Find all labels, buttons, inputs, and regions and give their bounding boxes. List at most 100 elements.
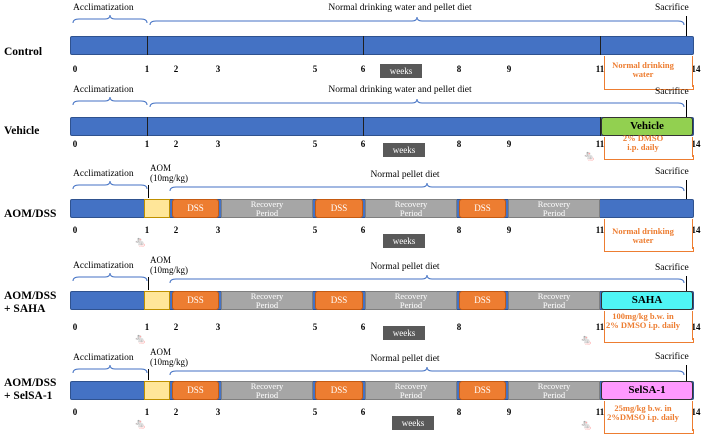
aom-arrow bbox=[148, 369, 149, 380]
treatment-bracket bbox=[604, 429, 694, 434]
group-label-line: Control bbox=[4, 46, 43, 58]
timeline-brace bbox=[149, 98, 685, 108]
week-tick: 6 bbox=[360, 407, 366, 417]
dss-block: DSS bbox=[459, 199, 506, 218]
week-divider bbox=[363, 36, 364, 55]
sacrifice-label: Sacrifice bbox=[655, 87, 689, 97]
group-label: AOM/DSS+ SelSA-1 bbox=[4, 377, 56, 403]
week-tick: 3 bbox=[215, 64, 221, 74]
week-tick: 0 bbox=[72, 225, 78, 235]
timeline-brace bbox=[169, 366, 685, 376]
aom-arrow bbox=[148, 277, 149, 290]
sacrifice-label: Sacrifice bbox=[655, 263, 689, 273]
week-tick: 0 bbox=[72, 322, 78, 332]
week-tick: 0 bbox=[72, 139, 78, 149]
treatment-note-line: 100mg/kg b.w. in bbox=[612, 311, 674, 321]
week-divider bbox=[600, 36, 601, 55]
aom-dose: (10mg/kg) bbox=[150, 173, 188, 184]
group-label-line: AOM/DSS bbox=[4, 208, 57, 220]
timeline-brace bbox=[72, 364, 148, 374]
week-tick: 1 bbox=[144, 407, 150, 417]
diet-label: Normal pellet diet bbox=[370, 354, 440, 364]
week-tick: 6 bbox=[360, 322, 366, 332]
sacrifice-arrow bbox=[686, 276, 687, 291]
weeks-label: weeks bbox=[383, 326, 425, 340]
aom-injection-block bbox=[144, 381, 170, 400]
acclimatization-label: Acclimatization bbox=[73, 85, 134, 95]
timeline-brace bbox=[72, 180, 148, 190]
note-arrow bbox=[604, 56, 605, 87]
acclimatization-label: Acclimatization bbox=[73, 353, 134, 363]
week-tick: 14 bbox=[691, 139, 701, 149]
weeks-label: weeks bbox=[383, 234, 425, 248]
week-tick: 11 bbox=[595, 407, 605, 417]
week-tick: 6 bbox=[360, 139, 366, 149]
week-tick: 5 bbox=[312, 139, 318, 149]
weeks-label: weeks bbox=[392, 416, 434, 430]
timeline-brace bbox=[149, 16, 685, 26]
dss-block: DSS bbox=[172, 199, 219, 218]
timeline-brace bbox=[169, 182, 685, 192]
sacrifice-arrow bbox=[686, 180, 687, 199]
timeline-brace bbox=[72, 14, 148, 24]
week-tick: 5 bbox=[312, 322, 318, 332]
note-arrow bbox=[692, 219, 693, 249]
week-tick: 8 bbox=[456, 225, 462, 235]
dss-block: DSS bbox=[459, 291, 506, 310]
sacrifice-arrow bbox=[686, 100, 687, 117]
sacrifice-label: Sacrifice bbox=[655, 3, 689, 13]
week-tick: 11 bbox=[595, 64, 605, 74]
week-tick: 3 bbox=[215, 407, 221, 417]
aom-injection-block bbox=[144, 291, 170, 310]
mouse-icon: 🐁 bbox=[583, 151, 596, 162]
recovery-block: Recovery Period bbox=[508, 381, 600, 400]
dss-block: DSS bbox=[315, 199, 363, 218]
week-tick: 6 bbox=[360, 225, 366, 235]
diet-label: Normal pellet diet bbox=[370, 170, 440, 180]
group-label: Vehicle bbox=[4, 125, 39, 138]
mouse-icon: 🐁 bbox=[580, 420, 593, 431]
treatment-block: SelSA-1 bbox=[601, 381, 693, 400]
treatment-bracket bbox=[604, 338, 694, 343]
week-tick: 8 bbox=[456, 64, 462, 74]
diet-label: Normal drinking water and pellet diet bbox=[328, 85, 472, 95]
week-tick: 0 bbox=[72, 407, 78, 417]
week-tick: 14 bbox=[691, 407, 701, 417]
week-tick: 9 bbox=[506, 64, 512, 74]
dss-block: DSS bbox=[315, 381, 363, 400]
treatment-bracket bbox=[604, 85, 694, 90]
sacrifice-label: Sacrifice bbox=[655, 167, 689, 177]
recovery-block: Recovery Period bbox=[221, 381, 313, 400]
note-arrow bbox=[692, 137, 693, 157]
week-tick: 11 bbox=[595, 139, 605, 149]
note-arrow bbox=[604, 311, 605, 340]
week-tick: 6 bbox=[360, 64, 366, 74]
treatment-bracket bbox=[604, 247, 694, 252]
aom-injection-block bbox=[144, 199, 170, 218]
week-tick: 1 bbox=[144, 322, 150, 332]
timeline-brace bbox=[72, 96, 148, 106]
note-arrow bbox=[604, 219, 605, 249]
dss-block: DSS bbox=[315, 291, 363, 310]
week-tick: 8 bbox=[456, 322, 462, 332]
aom-text: AOM bbox=[150, 163, 172, 173]
week-tick: 1 bbox=[144, 139, 150, 149]
week-tick: 5 bbox=[312, 225, 318, 235]
treatment-note-line: 2% DMSO bbox=[622, 133, 664, 143]
dss-block: DSS bbox=[459, 381, 506, 400]
week-tick: 9 bbox=[506, 225, 512, 235]
treatment-note-line: i.p. daily bbox=[627, 142, 659, 153]
treatment-note-line: Normal drinking bbox=[612, 60, 674, 70]
week-divider bbox=[600, 117, 601, 136]
group-label-line: + SAHA bbox=[4, 303, 46, 316]
acclimatization-label: Acclimatization bbox=[73, 261, 134, 271]
week-tick: 2 bbox=[173, 139, 179, 149]
week-divider bbox=[147, 117, 148, 136]
diet-label: Normal pellet diet bbox=[370, 262, 440, 272]
week-tick: 11 bbox=[595, 225, 605, 235]
